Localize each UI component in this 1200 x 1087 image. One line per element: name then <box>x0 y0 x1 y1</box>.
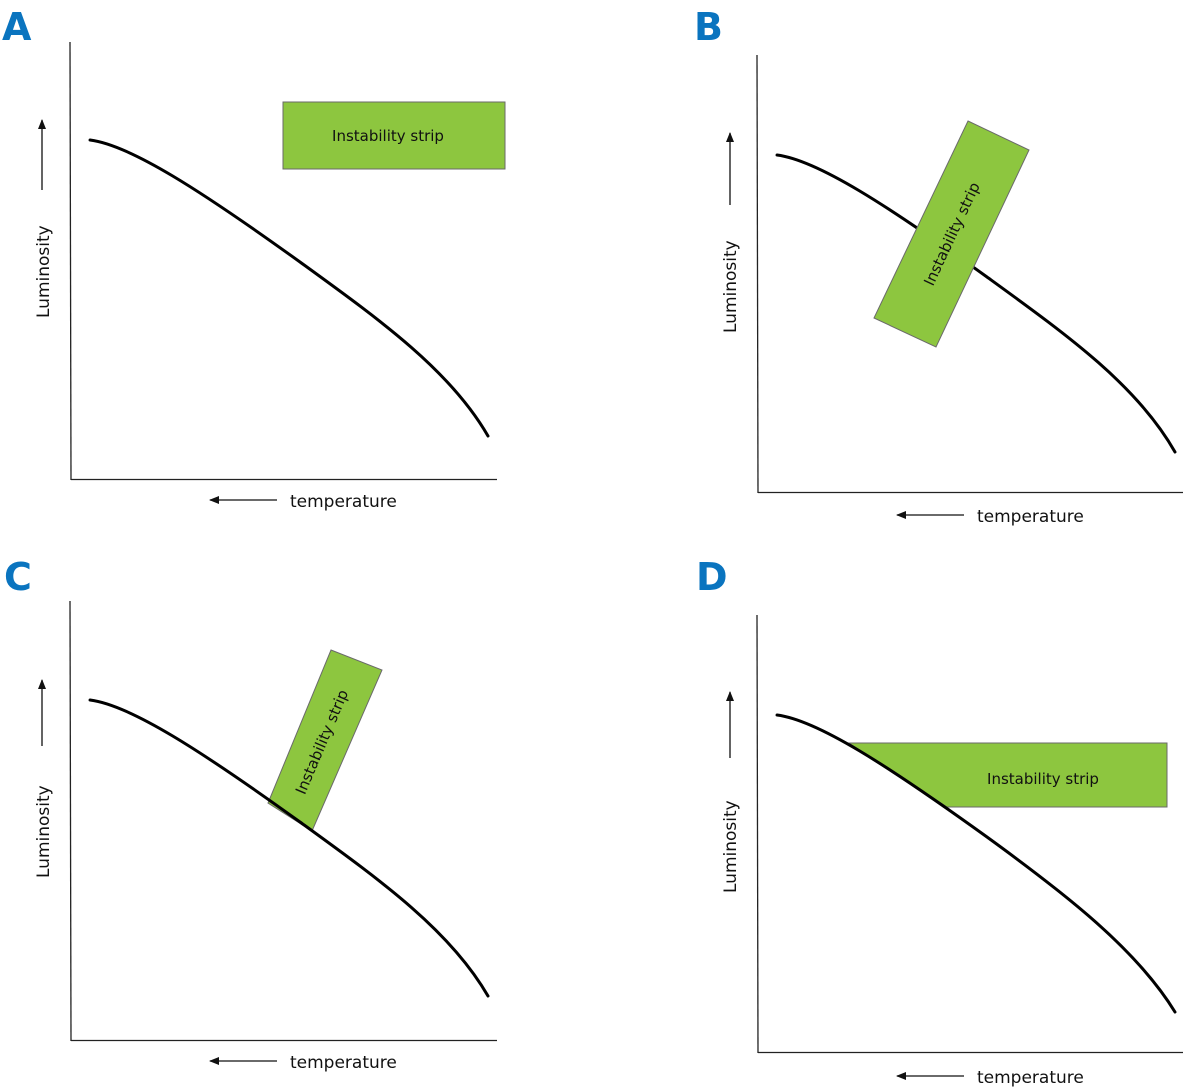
instability-strip: Instability strip <box>873 120 1030 348</box>
strip-box <box>873 120 1030 348</box>
main-sequence-curve <box>775 153 1177 454</box>
y-axis-label: Luminosity <box>34 225 54 318</box>
x-axis-label: temperature <box>290 1053 397 1073</box>
x-axis-label: temperature <box>290 492 397 512</box>
main-sequence-curve <box>88 138 490 438</box>
y-axis <box>756 54 759 494</box>
panel-letter: B <box>694 5 723 49</box>
panel-a: A Luminosity temperature Instability str… <box>2 5 506 512</box>
instability-strip: Instability strip <box>282 101 506 170</box>
main-sequence-curve <box>88 698 490 998</box>
strip-label: Instability strip <box>987 770 1099 788</box>
panel-letter: A <box>2 5 32 49</box>
y-axis <box>69 600 72 1042</box>
main-sequence-curve <box>775 713 1177 1014</box>
strip-label: Instability strip <box>332 127 444 145</box>
x-axis-label: temperature <box>977 507 1084 527</box>
y-axis-label: Luminosity <box>721 800 741 893</box>
y-axis <box>69 41 72 481</box>
x-axis-label: temperature <box>977 1068 1084 1087</box>
y-axis-label: Luminosity <box>721 240 741 333</box>
panel-d: D Luminosity temperature Instability str… <box>696 555 1183 1087</box>
y-axis <box>756 614 759 1054</box>
instability-strip: Instability strip <box>267 649 383 832</box>
panel-letter: C <box>4 555 32 599</box>
strip-box <box>282 101 506 170</box>
y-axis-label: Luminosity <box>34 785 54 878</box>
panel-b: B Luminosity temperature Instability str… <box>694 5 1183 527</box>
panel-c: C Luminosity temperature Instability str… <box>4 555 497 1073</box>
panel-letter: D <box>696 555 728 599</box>
instability-strip: Instability strip <box>847 742 1168 808</box>
